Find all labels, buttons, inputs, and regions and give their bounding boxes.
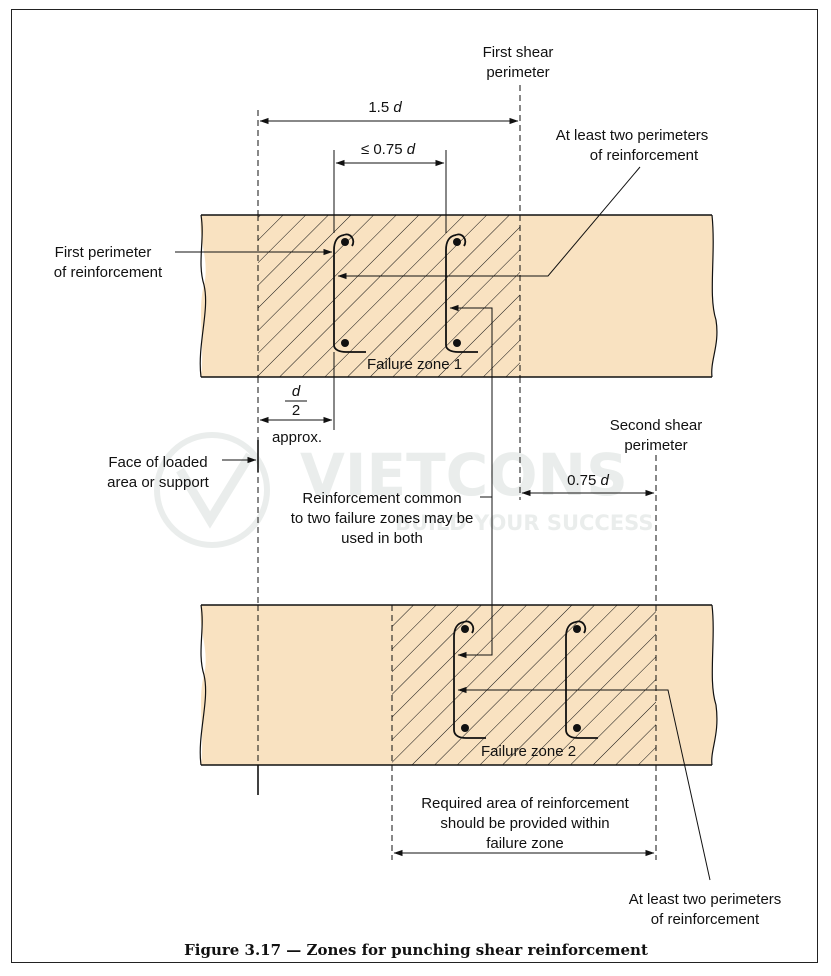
first-shear-label-2: perimeter [486, 64, 549, 81]
labels: First shear perimeter 1.5 d At least two… [54, 44, 781, 928]
at-least-two-bottom-label-2: of reinforcement [651, 911, 760, 928]
shear-link-2 [445, 233, 478, 353]
watermark-brand: VIETCONS [300, 441, 628, 509]
required-label-1: Required area of reinforcement [421, 795, 629, 812]
second-shear-label-2: perimeter [624, 437, 687, 454]
slab-1-break-right [711, 214, 718, 378]
figure-caption: Figure 3.17 — Zones for punching shear r… [184, 941, 648, 959]
second-shear-label-1: Second shear [610, 417, 703, 434]
slab-2: Failure zone 2 [199, 604, 718, 766]
slab-2-break-left [199, 604, 207, 766]
first-perimeter-label-2: of reinforcement [54, 264, 163, 281]
face-loaded-label-2: area or support [107, 474, 210, 491]
slab-2-break-right [711, 604, 718, 766]
watermark: VIETCONS BUILD YOUR SUCCESS [154, 432, 654, 548]
extension-lines [257, 85, 657, 860]
at-least-two-top-label-1: At least two perimeters [556, 127, 709, 144]
common-label-1: Reinforcement common [302, 490, 461, 507]
approx-label: approx. [272, 429, 322, 446]
dim-1-5d-label: 1.5 d [368, 99, 402, 116]
watermark-tagline: BUILD YOUR SUCCESS [395, 511, 654, 535]
common-label-2: to two failure zones may be [291, 510, 474, 527]
slab-1-break-left [199, 214, 207, 378]
failure-zone-1-label: Failure zone 1 [367, 356, 462, 373]
required-label-2: should be provided within [440, 815, 609, 832]
leader-at-least-two-bottom [457, 686, 711, 881]
required-label-3: failure zone [486, 835, 564, 852]
leader-at-least-two-top [337, 166, 641, 280]
d-half-numerator: d [292, 383, 301, 400]
dim-075d-label: ≤ 0.75 d [361, 141, 416, 158]
face-loaded-label-1: Face of loaded [108, 454, 207, 471]
failure-zone-2-hatch [392, 605, 656, 765]
shear-link-1 [333, 233, 366, 353]
shear-link-3 [453, 620, 486, 739]
dim-075d-second-label: 0.75 d [567, 472, 609, 489]
shear-link-4 [565, 620, 598, 739]
first-perimeter-label-1: First perimeter [55, 244, 152, 261]
failure-zone-1-hatch [258, 215, 520, 377]
leader-common-1 [449, 304, 493, 498]
watermark-logo-icon [154, 432, 270, 548]
at-least-two-top-label-2: of reinforcement [590, 147, 699, 164]
d-half-denominator: 2 [292, 402, 300, 419]
leader-common-2 [457, 497, 493, 659]
failure-zone-2-label: Failure zone 2 [481, 743, 576, 760]
at-least-two-bottom-label-1: At least two perimeters [629, 891, 782, 908]
figure-frame [11, 9, 818, 963]
common-label-3: used in both [341, 530, 423, 547]
watermark-check-icon [176, 452, 254, 529]
slab-1: Failure zone 1 [199, 214, 718, 378]
first-shear-label-1: First shear [483, 44, 554, 61]
